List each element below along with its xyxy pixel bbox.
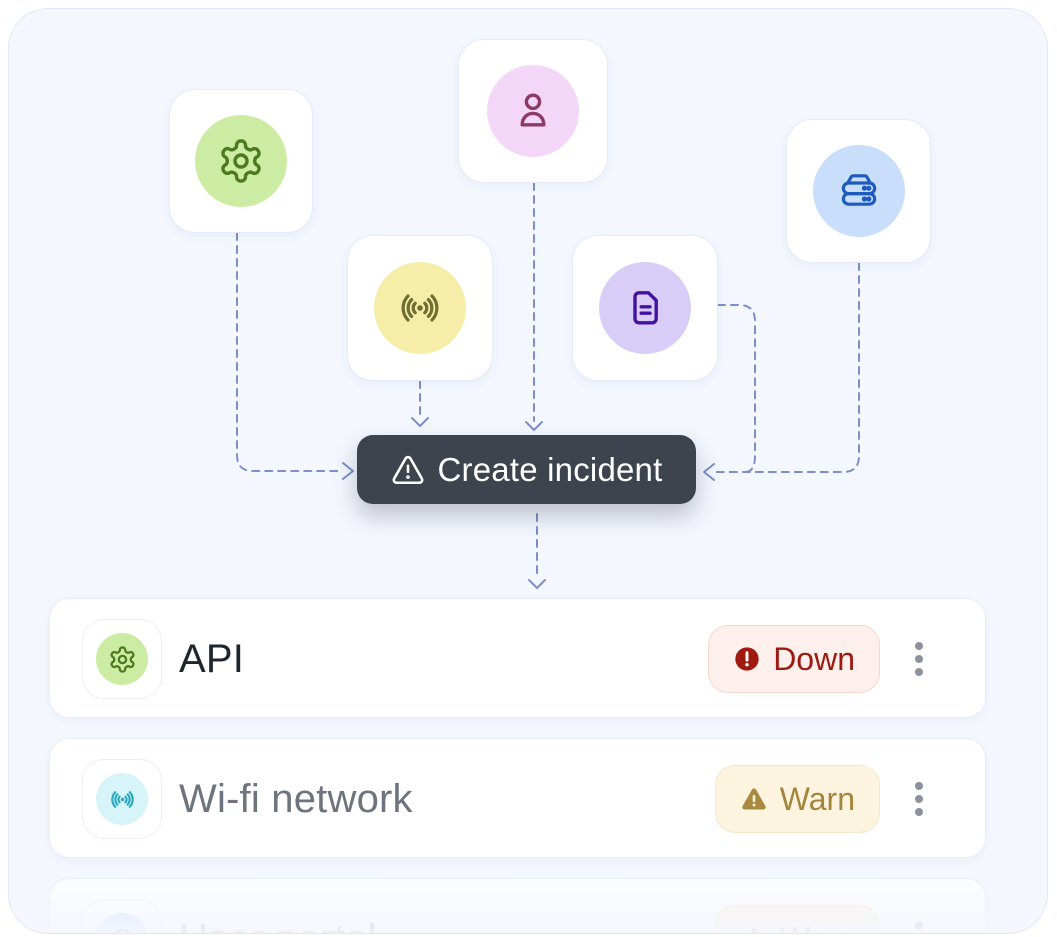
broadcast-node-circle: [374, 262, 466, 354]
service-icon-tile: [82, 759, 162, 839]
create-incident-button[interactable]: Create incident: [357, 435, 696, 504]
gear-icon-circle: [96, 633, 148, 685]
create-incident-label: Create incident: [437, 450, 663, 488]
user-icon: [520, 93, 546, 127]
status-label: Down: [773, 640, 855, 677]
service-row-user-portal[interactable]: User portal Warn: [49, 878, 986, 934]
broadcast-icon-circle: [96, 773, 148, 825]
status-label: Warn: [779, 780, 855, 817]
service-row-api[interactable]: API Down: [49, 598, 986, 718]
service-icon-tile: [82, 899, 162, 933]
source-node-document: [572, 235, 718, 381]
gear-icon: [109, 645, 135, 673]
document-icon: [633, 291, 658, 325]
gear-icon: [221, 139, 261, 183]
service-row-wifi[interactable]: Wi-fi network Warn: [49, 738, 986, 858]
service-icon-tile: [82, 619, 162, 699]
broadcast-icon: [401, 294, 439, 322]
alert-triangle-icon: [749, 928, 758, 933]
kebab-menu-button[interactable]: [906, 599, 932, 719]
server-node-circle: [812, 145, 905, 237]
alert-triangle-icon: [742, 788, 766, 810]
kebab-menu-button[interactable]: [906, 879, 932, 933]
service-name: Wi-fi network: [179, 776, 413, 821]
illustration-board: Create incident API Down: [8, 8, 1048, 934]
service-name: API: [179, 636, 245, 681]
status-badge-warn: Warn: [714, 765, 880, 833]
settings-node-circle: [195, 115, 287, 207]
server-icon: [841, 174, 876, 206]
user-node-circle: [487, 65, 579, 157]
service-name: User portal: [179, 879, 377, 934]
broadcast-icon: [110, 790, 134, 808]
document-node-circle: [599, 262, 691, 354]
status-label: Warn: [780, 921, 855, 934]
status-badge-warn: Warn: [714, 905, 880, 934]
source-node-user: [458, 39, 608, 183]
status-badge-down: Down: [708, 625, 880, 693]
kebab-menu-button[interactable]: [906, 739, 932, 859]
alert-circle-icon: [735, 647, 759, 671]
source-node-settings: [169, 89, 313, 233]
server-icon-circle: [96, 913, 148, 933]
source-node-server: [786, 119, 931, 263]
alert-triangle-icon: [392, 455, 423, 484]
source-node-broadcast: [347, 235, 493, 381]
server-icon: [114, 928, 130, 933]
